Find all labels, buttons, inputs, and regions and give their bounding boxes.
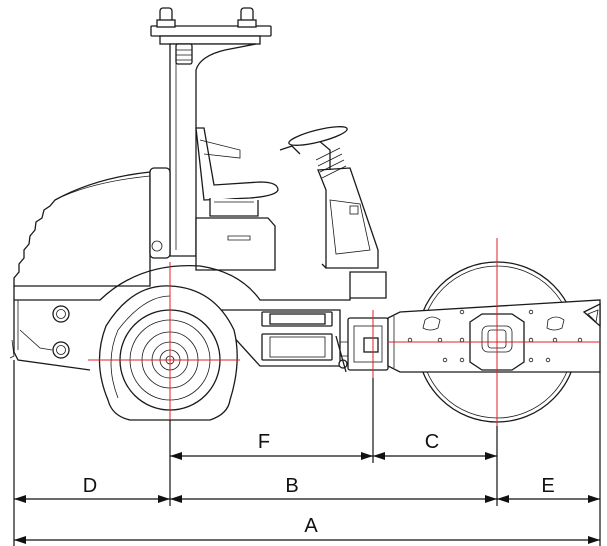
steering-console [279,126,379,269]
articulation-joint [335,317,389,373]
rear-tire [98,285,238,421]
engine-hood [13,167,171,287]
dimension-label-d: D [83,475,97,497]
rops-frame [150,7,272,257]
dimension-label-e: E [541,475,554,497]
centerlines [88,238,600,426]
dimension-arrows [14,452,600,544]
dimension-label-c: C [425,431,439,453]
dimension-label-f: F [258,431,270,453]
operator-seat [195,127,279,217]
dimension-label-a: A [304,515,318,537]
dimension-label-b: B [285,475,298,497]
chassis [9,217,387,371]
